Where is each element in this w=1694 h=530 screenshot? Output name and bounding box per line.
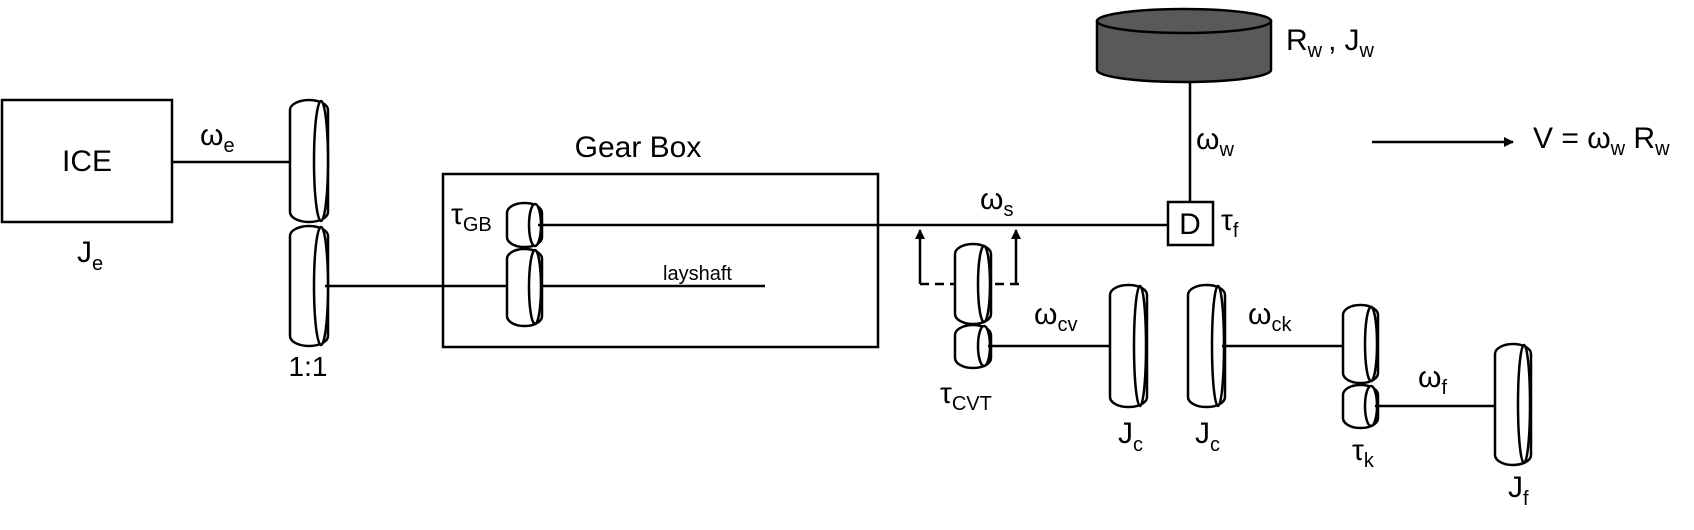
gearbox-block (441, 172, 880, 349)
cvt-gear-pair (953, 242, 993, 370)
ws-label: ωs (980, 183, 1013, 221)
je-label: Je (77, 236, 103, 275)
wf-label: ωf (1418, 361, 1447, 399)
tf-label: τf (1221, 204, 1239, 242)
wcv-label: ωcv (1034, 298, 1077, 336)
wheel (1095, 7, 1273, 84)
flywheel-disc (1493, 342, 1533, 467)
ice-label: ICE (62, 145, 112, 178)
tgb-label: τGB (451, 198, 492, 236)
jc1-label: Jc (1118, 417, 1143, 456)
gearbox-label: Gear Box (575, 131, 702, 164)
tcvt-label: τCVT (940, 377, 992, 415)
clutch-disc-1 (1108, 283, 1149, 409)
rw-jw-label: Rw,Jw (1286, 24, 1374, 62)
ww-label: ωw (1196, 123, 1234, 161)
wck-label: ωck (1248, 298, 1292, 336)
jf-label: Jf (1508, 471, 1529, 510)
velocity-equation: V = ωw Rw (1533, 122, 1670, 160)
clutch-disc-2 (1186, 283, 1227, 409)
gearbox-gear-pair (505, 201, 544, 328)
we-label: ωe (200, 119, 235, 157)
tk-label: τk (1352, 434, 1375, 472)
layshaft-label: layshaft (663, 263, 732, 285)
tk-gear-pair (1341, 303, 1380, 430)
gear-pair-1to1 (288, 98, 330, 348)
jc2-label: Jc (1195, 417, 1220, 456)
differential-label: D (1179, 208, 1201, 241)
ratio-label: 1:1 (289, 351, 328, 382)
